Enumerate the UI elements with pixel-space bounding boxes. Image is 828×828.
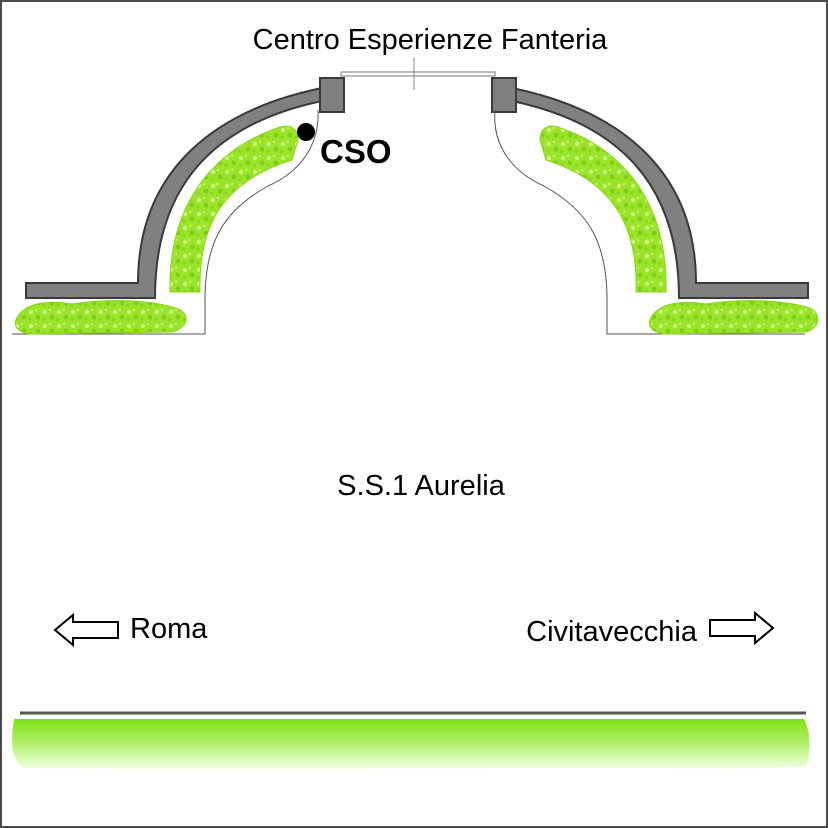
right-arrow-icon [709,610,775,646]
direction-civitavecchia: Civitavecchia [526,616,698,648]
cso-marker-dot [297,123,315,141]
right-hedge [648,300,819,335]
road-name: S.S.1 Aurelia [337,470,506,502]
right-vegetation-strip [539,125,667,293]
left-arrow-icon [53,612,119,648]
right-access-road-edge [494,109,805,335]
left-vegetation-strip [169,125,299,293]
left-hedge [14,300,187,335]
left-gate-pillar [319,77,345,113]
cso-label: CSO [320,133,392,170]
left-access-road-edge [12,109,319,335]
roadside-grass-verge [12,719,810,769]
direction-roma: Roma [130,613,208,645]
site-title: Centro Esperienze Fanteria [253,24,608,56]
gate-bar [340,58,496,90]
right-gate-pillar [491,77,517,113]
